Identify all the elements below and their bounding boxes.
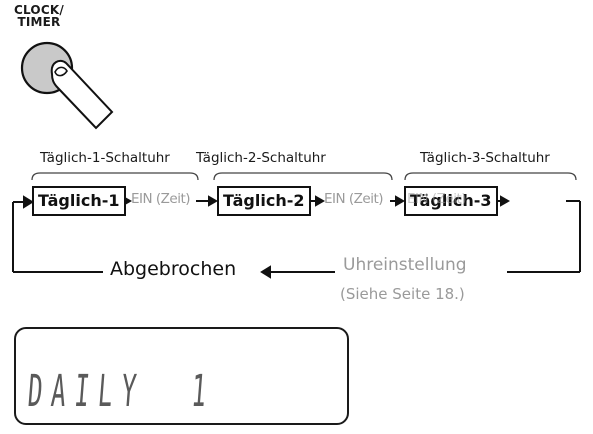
ein-zeit-label-3-partial: EIN (Zeit) — [407, 191, 467, 207]
flow-arrows — [12, 195, 581, 279]
group-bracket-2 — [213, 172, 393, 181]
lcd-display-text: DAILY 1 — [26, 366, 217, 417]
ein-zeit-label-1: EIN (Zeit) — [131, 191, 191, 207]
abgebrochen-label: Abgebrochen — [110, 258, 237, 280]
uhreinstellung-label: Uhreinstellung — [343, 255, 467, 275]
group-bracket-3 — [404, 172, 577, 181]
schaltuhr-label-2: Täglich-2-Schaltuhr — [196, 150, 326, 166]
schaltuhr-label-3: Täglich-3-Schaltuhr — [420, 150, 550, 166]
lcd-display — [14, 327, 349, 425]
step-box-1: Täglich-1 — [32, 186, 126, 216]
step-box-3: Täglich-3 — [404, 186, 498, 216]
clock-label-line2: TIMER — [17, 15, 61, 29]
group-bracket-1 — [31, 172, 199, 181]
finger-icon — [50, 59, 114, 130]
siehe-seite-label: (Siehe Seite 18.) — [340, 285, 465, 303]
clock-timer-label: CLOCK/ TIMER — [14, 4, 64, 28]
step-box-2: Täglich-2 — [217, 186, 311, 216]
clock-label-line1: CLOCK/ — [14, 3, 64, 17]
schaltuhr-label-1: Täglich-1-Schaltuhr — [40, 150, 170, 166]
ein-zeit-label-2: EIN (Zeit) — [324, 191, 384, 207]
